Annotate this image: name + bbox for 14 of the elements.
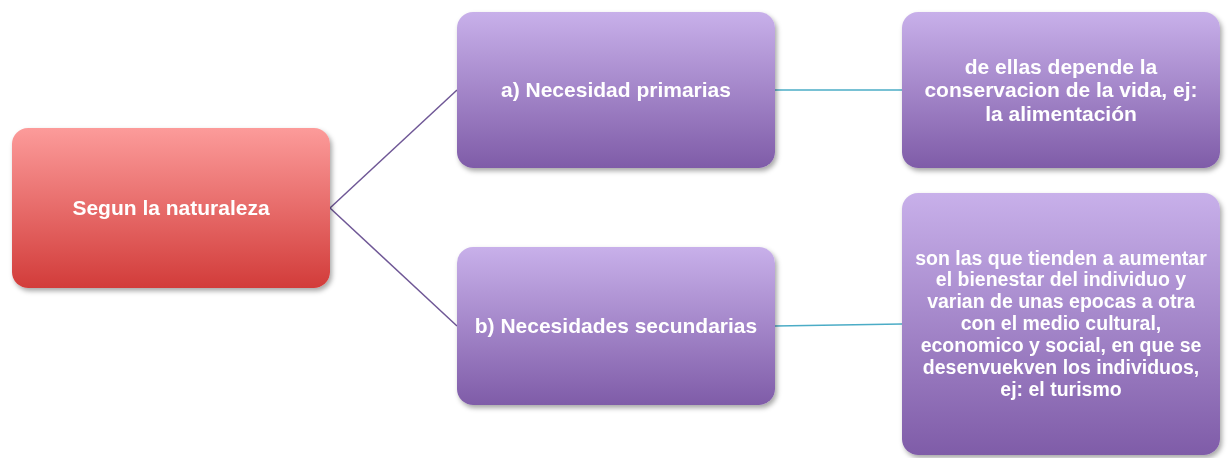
rounded-box	[457, 247, 775, 405]
rounded-box	[12, 128, 330, 288]
connector-line	[774, 323, 903, 327]
box-text: a) Necesidad primarias	[501, 78, 731, 102]
rounded-box	[902, 193, 1220, 455]
box-text: son las que tienden a aumentar el bienestar del individuo y varian de unas epocas a otra con el medio cultural, economico y social, en que se desenvuekven los individuos, ej: el turismo	[914, 247, 1208, 401]
connector-line	[774, 89, 903, 91]
connector-line	[329, 207, 458, 327]
box-text: b) Necesidades secundarias	[474, 314, 758, 338]
box-text: de ellas depende la conservacion de la vida, ej: la alimentación	[923, 54, 1199, 126]
rounded-box	[457, 12, 775, 168]
rounded-box	[902, 12, 1220, 168]
box-text: Segun la naturaleza	[72, 196, 270, 220]
connector-line	[329, 89, 458, 209]
